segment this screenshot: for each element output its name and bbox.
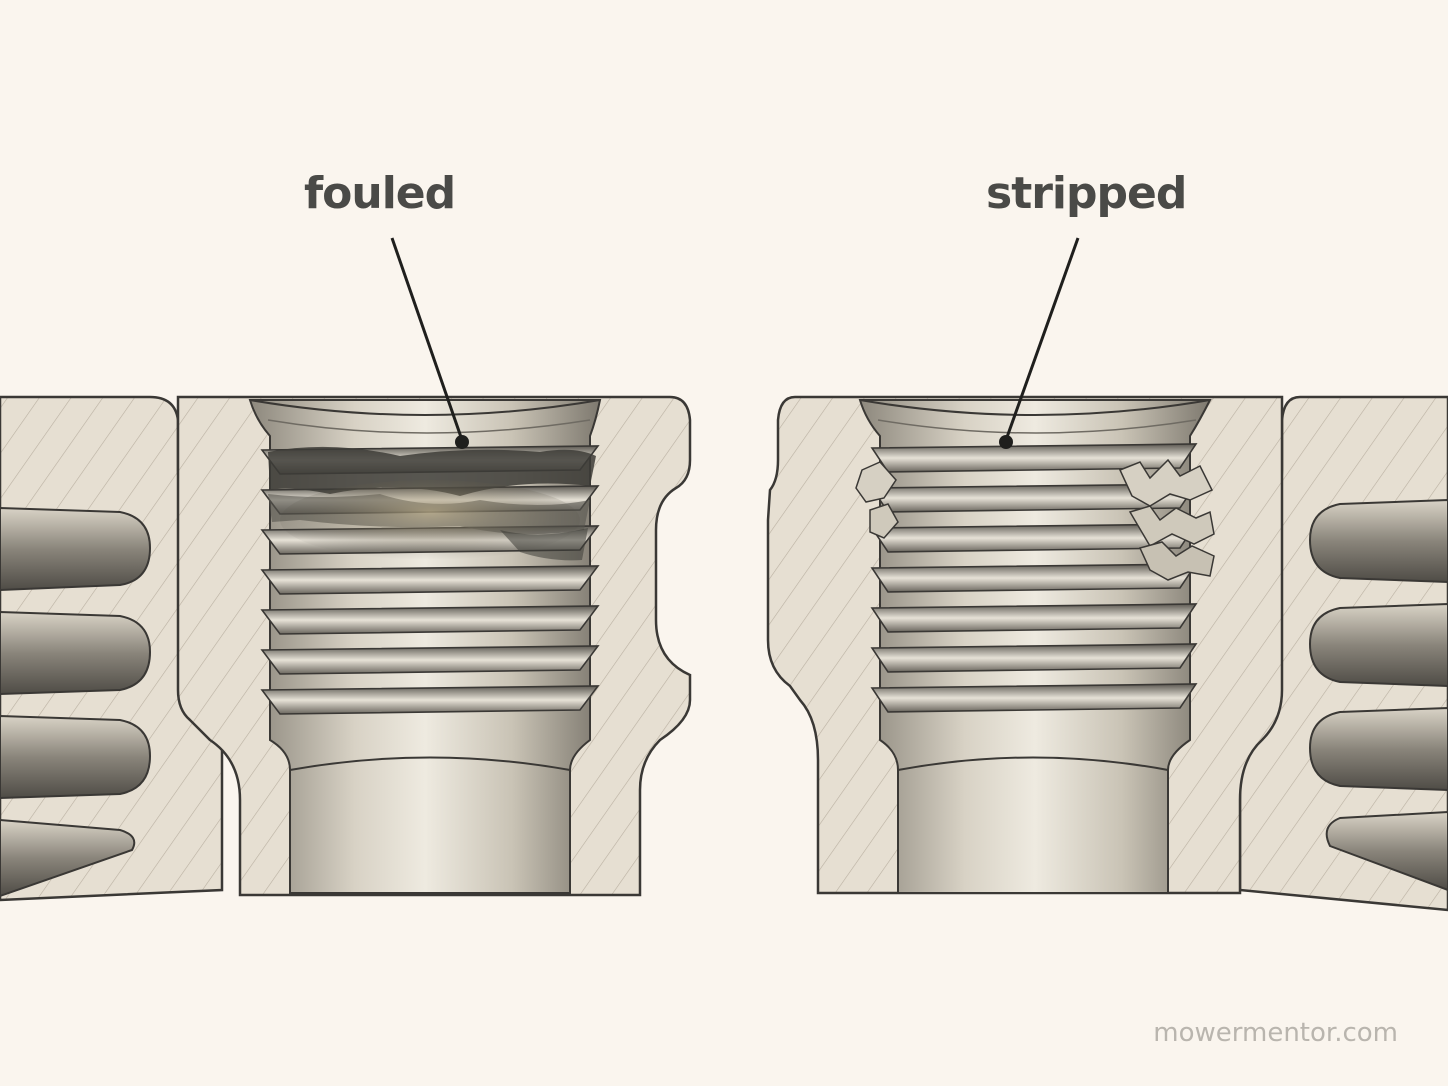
right-cylinder-head-section [766, 395, 1448, 912]
threads-right [870, 443, 1198, 713]
stripped-callout [999, 237, 1080, 449]
site-watermark: mowermentor.com [1153, 1018, 1398, 1048]
stripped-label: stripped [986, 168, 1187, 219]
cooling-fins-left [0, 506, 152, 898]
left-cylinder-head-section [0, 395, 692, 902]
carbon-deposits [268, 446, 596, 561]
fouled-label: fouled [304, 168, 456, 219]
cooling-fins-right [1308, 498, 1448, 892]
fouled-callout [390, 237, 469, 449]
stripped-thread-damage [855, 458, 1215, 581]
